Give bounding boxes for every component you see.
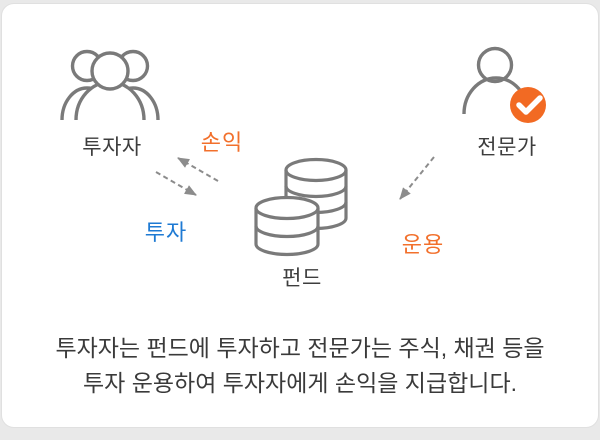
diagram-card: 투자자 전문가 — [1, 3, 599, 428]
check-badge-icon — [510, 87, 546, 123]
fund-coins-icon — [252, 156, 352, 257]
manage-arrow — [399, 156, 435, 200]
profit-arrow — [177, 157, 219, 182]
caption: 투자자는 펀드에 투자하고 전문가는 주식, 채권 등을 투자 운용하여 투자자… — [2, 331, 598, 401]
caption-line-1: 투자자는 펀드에 투자하고 전문가는 주식, 채권 등을 — [55, 335, 545, 361]
expert-label: 전문가 — [477, 136, 537, 159]
fund-label: 펀드 — [282, 267, 322, 290]
profit-loss-label: 손익 — [200, 130, 244, 155]
invest-label: 투자 — [144, 220, 188, 245]
manage-label: 운용 — [401, 232, 445, 257]
investors-group-icon — [60, 46, 160, 122]
invest-arrow — [155, 171, 197, 196]
caption-line-2: 투자 운용하여 투자자에게 손익을 지급합니다. — [83, 370, 517, 396]
expert-person-icon — [457, 44, 557, 124]
investor-label: 투자자 — [82, 136, 142, 159]
